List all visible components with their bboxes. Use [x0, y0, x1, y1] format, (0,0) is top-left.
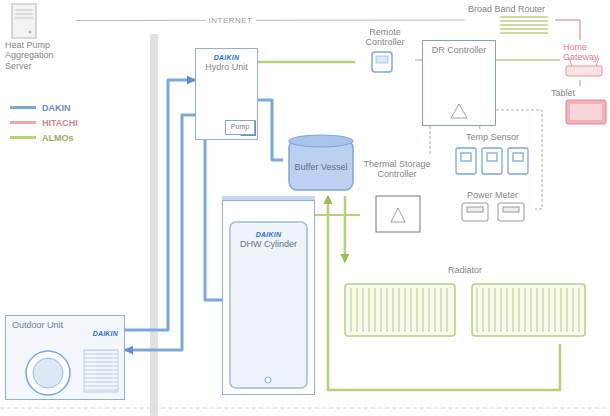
node-label: DR Controller [432, 45, 487, 55]
node-label: Broad Band Router [468, 4, 545, 14]
hydro-unit: DAIKINHydro UnitPump [195, 48, 258, 140]
node-label: Remote Controller [358, 27, 412, 48]
router: Broad Band Router [465, 2, 555, 36]
legend-swatch [10, 136, 36, 139]
connector [555, 20, 580, 40]
remote-icon [372, 52, 392, 72]
connector [76, 20, 465, 21]
connector [258, 100, 283, 160]
node-label: Hydro Unit [205, 62, 248, 72]
brand-logo: DAIKIN [214, 54, 239, 62]
pump: Pump [225, 120, 255, 135]
dhw-cylinder: DAIKINDHW Cylinder [222, 200, 315, 395]
legend-row: DAKIN [10, 100, 78, 115]
connector [479, 126, 480, 130]
node-label: Temp Sensor [466, 132, 519, 142]
remote-controller: Remote Controller [355, 24, 415, 76]
temp-sensors [456, 148, 528, 174]
node-label: Power Meter [467, 190, 518, 200]
connector [496, 59, 560, 61]
node-label: DHW Cylinder [240, 239, 297, 249]
connector [415, 59, 422, 61]
radiators [345, 284, 585, 336]
floor-line [0, 408, 610, 409]
radiator: Radiator [335, 262, 595, 344]
connector [579, 80, 581, 86]
brand-logo: DAIKIN [93, 330, 118, 338]
power-meter: Power Meter [450, 188, 535, 230]
warning-symbol [451, 104, 467, 118]
outdoor-unit: Outdoor UnitDAIKIN [5, 315, 125, 400]
legend-text: DAKIN [42, 103, 71, 113]
node-label: Outdoor Unit [12, 320, 118, 330]
node-label: Heat Pump Aggregation Server [5, 40, 73, 71]
server: Heat Pump Aggregation Server [2, 2, 76, 74]
legend-swatch [10, 121, 36, 124]
node-label: Radiator [448, 265, 482, 275]
legend-row: ALMOs [10, 130, 78, 145]
thermal-storage-controller: Thermal Storage Controller [360, 156, 434, 238]
connector [344, 196, 347, 262]
tsc-box [376, 196, 420, 232]
tablet-icon [566, 100, 606, 124]
connector [205, 140, 222, 300]
buffer-tank [289, 135, 353, 190]
outdoor-unit-art [5, 315, 125, 400]
connector [125, 80, 195, 330]
tablet: Tablet [548, 86, 608, 126]
legend-text: HITACHI [42, 118, 78, 128]
legend-swatch [10, 106, 36, 109]
home-gateway: Home Gateway [560, 40, 608, 80]
brand-logo: DAIKIN [256, 231, 281, 239]
connector [328, 196, 560, 390]
connector [125, 115, 195, 350]
connector [315, 214, 360, 216]
node-label: Tablet [551, 88, 575, 98]
node-label: Thermal Storage Controller [363, 159, 431, 180]
connector [429, 126, 430, 156]
legend: DAKIN HITACHI ALMOs [10, 100, 78, 145]
power-meters [462, 203, 524, 221]
legend-text: ALMOs [42, 133, 74, 143]
router-icon [500, 17, 548, 33]
wall [150, 34, 158, 416]
node-label: Pump [231, 123, 249, 131]
node-label: Home Gateway [563, 42, 605, 63]
node-label: Buffer Vessel [295, 162, 348, 172]
legend-row: HITACHI [10, 115, 78, 130]
buffer-vessel: Buffer Vessel [283, 130, 359, 196]
temp-sensor: Temp Sensor [450, 130, 535, 182]
dhw-tank [230, 222, 307, 388]
hydro-body [195, 48, 258, 140]
connector [258, 61, 355, 64]
server-icon [12, 4, 36, 38]
connector-label: INTERNET [206, 16, 256, 25]
dr-controller: DR Controller [422, 40, 496, 126]
